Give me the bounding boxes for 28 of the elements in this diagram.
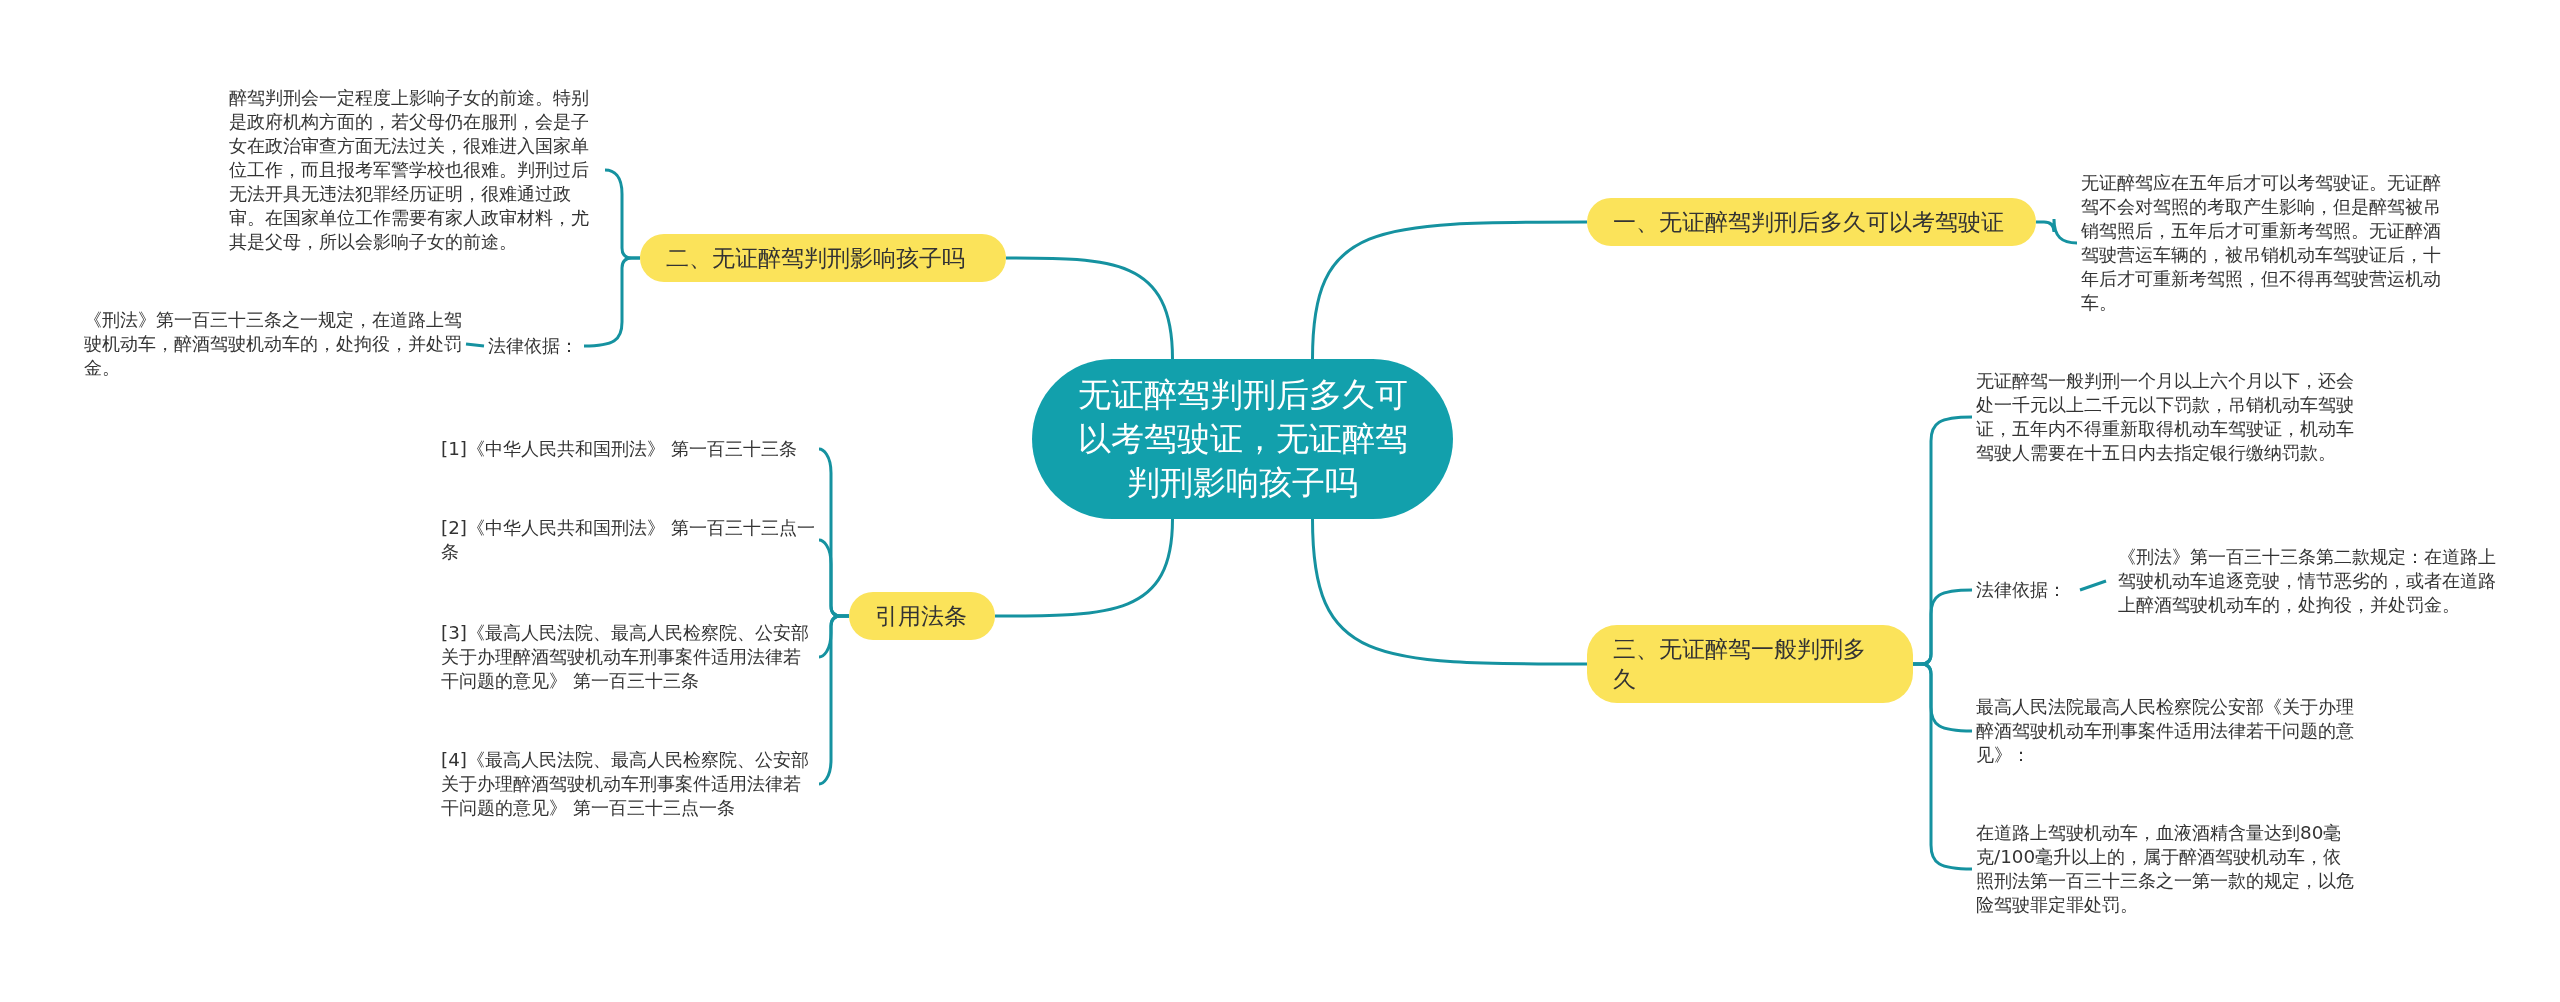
topic-pill: 一、无证醉驾判刑后多久可以考驾驶证 bbox=[1587, 198, 2036, 246]
connector-line bbox=[818, 614, 849, 786]
connector-line bbox=[1311, 518, 1587, 666]
note-text: 醉驾判刑会一定程度上影响子女的前途。特别是政府机构方面的，若父母仍在服刑，会是子女在政治审查方面无法过关，很难进入国家单位工作，而且报考军警学校也很难。判刑过后无法开具无违法犯罪经历证明，很难通过政审。在国家单位工作需要有家人政审材料，尤其是父母，所以会影响子女的前途。 bbox=[225, 86, 605, 254]
connector-line bbox=[1913, 662, 1973, 871]
note-text: 《刑法》第一百三十三条之一规定，在道路上驾驶机动车，醉酒驾驶机动车的，处拘役，并处罚金。 bbox=[80, 308, 466, 380]
note-text: [1]《中华人民共和国刑法》 第一百三十三条 bbox=[437, 437, 819, 461]
note-text: [2]《中华人民共和国刑法》 第一百三十三点一条 bbox=[437, 516, 819, 564]
connector-line bbox=[465, 342, 485, 348]
note-text: [4]《最高人民法院、最高人民检察院、公安部关于办理醉酒驾驶机动车刑事案件适用法律若干问题的意见》 第一百三十三点一条 bbox=[437, 748, 819, 820]
connector-line bbox=[995, 518, 1174, 618]
connector-line bbox=[2079, 579, 2107, 592]
note-text: 无证醉驾一般判刑一个月以上六个月以下，还会处一千元以上二千元以下罚款，吊销机动车驾驶证，五年内不得重新取得机动车驾驶证，机动车驾驶人需要在十五日内去指定银行缴纳罚款。 bbox=[1972, 369, 2362, 465]
note-text: 无证醉驾应在五年后才可以考驾驶证。无证醉驾不会对驾照的考取产生影响，但是醉驾被吊销驾照后，五年后才可重新考驾照。无证醉酒驾驶营运车辆的，被吊销机动车驾驶证后，十年后才可重新考驾照，但不得再驾驶营运机动车。 bbox=[2077, 171, 2461, 315]
note-text: 《刑法》第一百三十三条第二款规定：在道路上驾驶机动车追逐竞驶，情节恶劣的，或者在道路上醉酒驾驶机动车的，处拘役，并处罚金。 bbox=[2114, 545, 2504, 617]
topic-pill: 三、无证醉驾一般判刑多久 bbox=[1587, 625, 1913, 703]
central-topic: 无证醉驾判刑后多久可以考驾驶证，无证醉驾判刑影响孩子吗 bbox=[1032, 359, 1453, 519]
note-text: 在道路上驾驶机动车，血液酒精含量达到80毫克/100毫升以上的，属于醉酒驾驶机动车，依照刑法第一百三十三条之一第一款的规定，以危险驾驶罪定罪处罚。 bbox=[1972, 821, 2362, 917]
note-text: 法律依据： bbox=[484, 334, 584, 358]
connector-line bbox=[1006, 256, 1174, 360]
connector-line bbox=[1311, 220, 1587, 360]
connector-line bbox=[583, 256, 640, 348]
note-text: 法律依据： bbox=[1972, 578, 2072, 602]
topic-pill: 二、无证醉驾判刑影响孩子吗 bbox=[640, 234, 1006, 282]
connector-line bbox=[2036, 217, 2078, 245]
note-text: [3]《最高人民法院、最高人民检察院、公安部关于办理醉酒驾驶机动车刑事案件适用法律若干问题的意见》 第一百三十三条 bbox=[437, 621, 819, 693]
note-text: 最高人民法院最高人民检察院公安部《关于办理醉酒驾驶机动车刑事案件适用法律若干问题的意见》： bbox=[1972, 695, 2362, 767]
topic-pill: 引用法条 bbox=[849, 592, 995, 640]
